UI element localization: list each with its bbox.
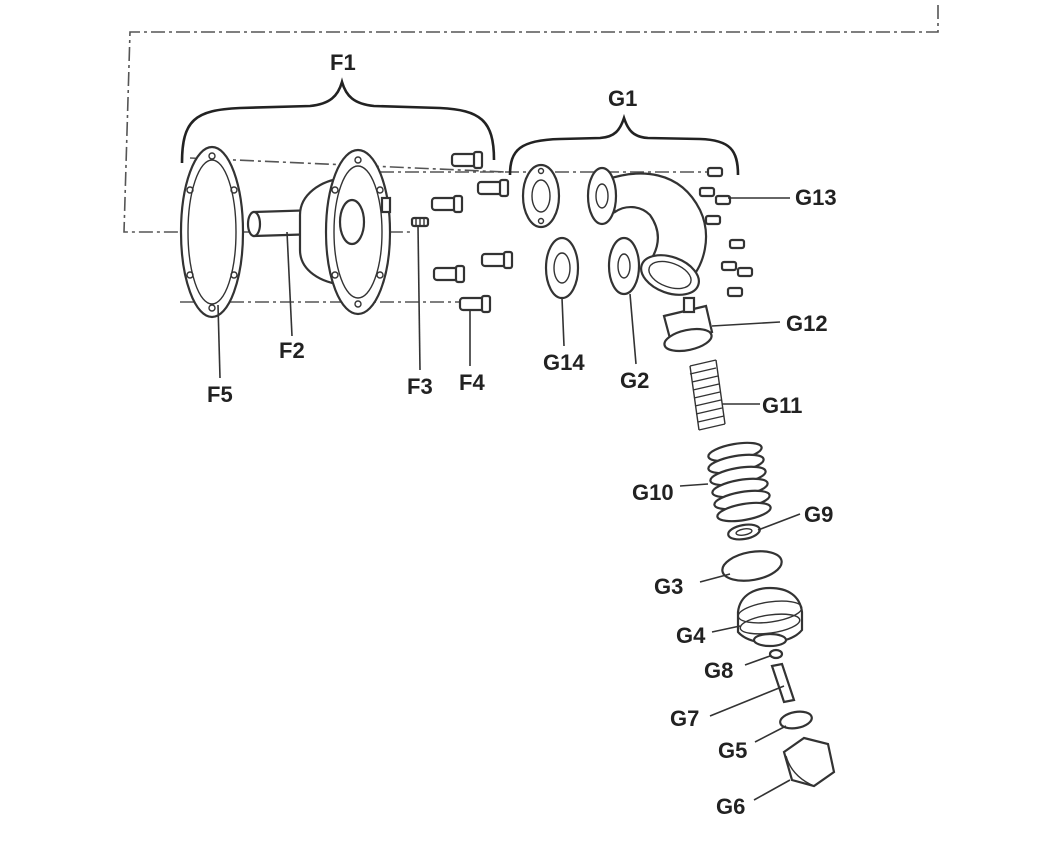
spring-g11 xyxy=(689,359,726,431)
label-g2: G2 xyxy=(620,368,649,393)
label-f5: F5 xyxy=(207,382,233,407)
labels: F1 F2 F3 F4 F5 G1 G2 G3 G4 G5 G6 G7 G8 G… xyxy=(207,50,837,819)
label-g11: G11 xyxy=(762,393,802,418)
gasket-g14 xyxy=(544,236,580,300)
label-f2: F2 xyxy=(279,338,305,363)
label-g1: G1 xyxy=(608,86,637,111)
gasket-f5 xyxy=(179,145,245,319)
brace-f1 xyxy=(180,77,496,164)
washer-g9 xyxy=(727,523,761,541)
label-g9: G9 xyxy=(804,502,833,527)
label-g6: G6 xyxy=(716,794,745,819)
label-g10: G10 xyxy=(632,480,674,505)
centerlines xyxy=(123,5,939,303)
pin-g7 xyxy=(770,662,796,704)
housing-f1 xyxy=(298,148,392,316)
label-g4: G4 xyxy=(676,623,706,648)
label-f1: F1 xyxy=(330,50,356,75)
screws-g13 xyxy=(698,166,754,298)
ring-g5 xyxy=(779,710,813,730)
elbow-body-g2 xyxy=(586,166,708,296)
bolts-f4 xyxy=(430,150,514,314)
piston-g4 xyxy=(736,586,804,648)
label-g8: G8 xyxy=(704,658,733,683)
spring-g10 xyxy=(707,441,772,523)
label-f4: F4 xyxy=(459,370,485,395)
seat-g12 xyxy=(662,296,714,353)
cap-g6 xyxy=(782,736,836,788)
label-g13: G13 xyxy=(795,185,837,210)
label-g12: G12 xyxy=(786,311,828,336)
ring-g8 xyxy=(768,648,784,660)
o-ring-g3 xyxy=(721,550,783,582)
label-g7: G7 xyxy=(670,706,699,731)
label-f3: F3 xyxy=(407,374,433,399)
flange-gasket-upper xyxy=(521,163,561,229)
label-g3: G3 xyxy=(654,574,683,599)
screw-f3 xyxy=(410,216,430,228)
brace-g1 xyxy=(508,113,740,176)
label-g14: G14 xyxy=(543,350,585,375)
leader-lines xyxy=(217,197,801,801)
label-g5: G5 xyxy=(718,738,747,763)
